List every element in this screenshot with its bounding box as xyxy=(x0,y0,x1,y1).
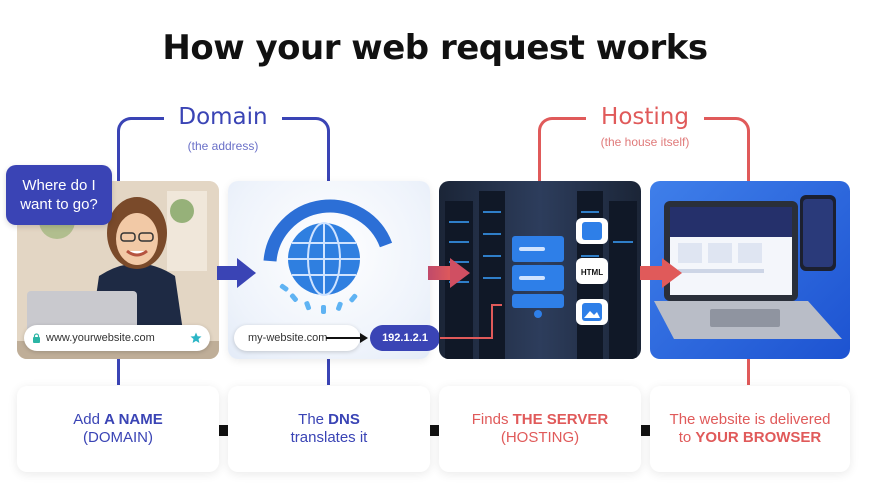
step-2-pre: The xyxy=(298,411,329,428)
bubble-line-1: Where do I xyxy=(22,177,96,194)
url-bar[interactable]: www.yourwebsite.com xyxy=(24,325,210,351)
globe-icon xyxy=(263,199,393,314)
step-3-line2: (HOSTING) xyxy=(500,429,580,446)
domain-label: Domain xyxy=(164,104,282,130)
step-2-line2: translates it xyxy=(290,429,368,446)
step-4-bold: YOUR BROWSER xyxy=(695,429,822,446)
star-icon[interactable] xyxy=(190,332,202,344)
domain-sublabel: (the address) xyxy=(187,139,259,153)
page-title: How your web request works xyxy=(162,28,708,68)
bubble-line-2: want to go? xyxy=(20,196,98,213)
step-card-server: Finds THE SERVER (HOSTING) xyxy=(439,386,641,472)
step-card-dns: The DNS translates it xyxy=(228,386,430,472)
arrow-icon-3 xyxy=(640,258,682,288)
html-file-label: HTML xyxy=(581,268,603,277)
step-4-pre: to xyxy=(678,429,696,446)
dns-to-ip-arrow xyxy=(326,333,368,343)
server-icon xyxy=(512,236,564,318)
step-1-bold: A NAME xyxy=(104,411,163,428)
hosting-line-right xyxy=(747,355,750,385)
domain-line-left xyxy=(117,355,120,385)
step-card-browser: The website is delivered to YOUR BROWSER xyxy=(650,386,850,472)
step-1-pre: Add xyxy=(73,411,105,428)
hosting-label: Hosting xyxy=(586,104,704,130)
step-connectors xyxy=(219,425,650,436)
url-text: www.yourwebsite.com xyxy=(46,332,155,344)
panel-browser xyxy=(650,181,850,359)
step-1-line2: (DOMAIN) xyxy=(83,429,153,446)
step-card-domain: Add A NAME (DOMAIN) xyxy=(17,386,219,472)
ip-to-server-line xyxy=(440,304,502,339)
step-3-pre: Finds xyxy=(471,411,513,428)
dns-domain-text: my-website.com xyxy=(248,332,328,344)
laptop-illustration xyxy=(654,195,842,339)
lock-icon xyxy=(33,333,40,343)
arrow-icon-1 xyxy=(217,258,256,288)
question-bubble: Where do I want to go? xyxy=(6,165,112,225)
step-3-bold: THE SERVER xyxy=(512,411,609,428)
hosting-sublabel: (the house itself) xyxy=(600,135,690,149)
arrow-icon-2 xyxy=(428,258,470,288)
step-2-bold: DNS xyxy=(328,411,360,428)
step-4-line1: The website is delivered xyxy=(669,411,831,428)
domain-line-right xyxy=(327,355,330,385)
ip-address-badge: 192.1.2.1 xyxy=(370,325,440,351)
